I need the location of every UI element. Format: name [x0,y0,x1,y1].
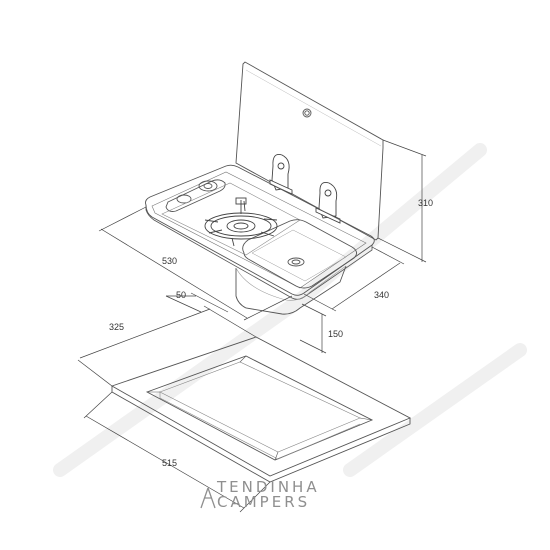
dimension-rim-width: 50 [176,290,186,300]
brand-name-line2: CAMPERS [217,493,311,511]
brand-name-line1: TENDINHA [217,478,320,496]
dimension-lid-height: 310 [418,198,433,208]
brand-logo: TENDINHA CAMPERS [200,480,360,510]
burner-pan-support [204,197,278,247]
glass-lid [235,61,384,241]
lid-hinge-left [269,154,293,195]
dimension-bowl-depth: 150 [328,329,343,339]
dimension-lines [77,139,427,513]
cutout-frame [110,336,412,483]
dimension-sink-depth: 340 [374,290,389,300]
dimension-cutout-width: 515 [162,458,177,468]
dimension-sink-width: 530 [162,256,177,266]
dimension-cutout-depth: 325 [109,322,124,332]
lid-hinge-right [315,182,341,224]
watermark-streaks [53,143,527,477]
tent-logo-icon [200,487,216,509]
